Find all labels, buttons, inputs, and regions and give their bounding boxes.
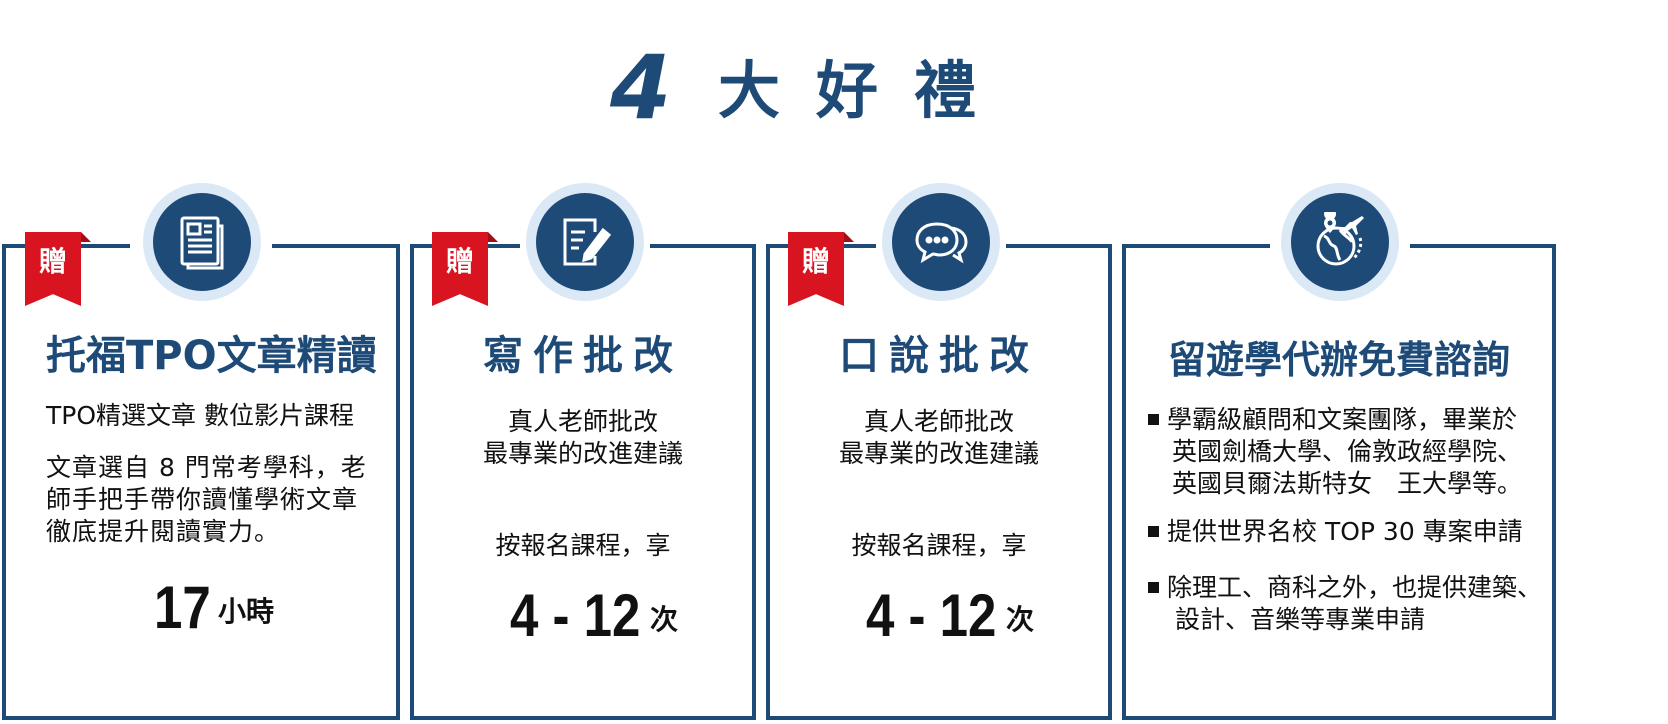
bullet-item: 提供世界名校 TOP 30 專案申請 [1148, 516, 1523, 548]
card-desc-line: 徹底提升閱讀實力。 [46, 517, 281, 546]
gift-ribbon: 贈 [788, 232, 854, 306]
card-unit: 次 [650, 603, 679, 636]
icon-halo [1281, 183, 1399, 301]
card-amount: 4 - 12 [510, 582, 641, 649]
document-icon [180, 216, 224, 270]
edit-document-icon [563, 218, 612, 266]
bullet-line: 英國劍橋大學、倫敦政經學院、 [1172, 437, 1523, 466]
chat-bubbles-icon [915, 222, 968, 264]
bullet-line: 英國貝爾法斯特女 王大學等。 [1172, 469, 1523, 498]
bullet-square-icon [1148, 413, 1159, 425]
globe-plane-icon [1316, 212, 1364, 266]
gift-ribbon: 贈 [25, 232, 91, 306]
card-desc-line: 文章選自 8 門常考學科，老 [46, 453, 367, 482]
card-unit: 小時 [218, 595, 275, 628]
card-desc-line: 真人老師批改 [863, 407, 1014, 436]
card-title: 留遊學代辦免費諮詢 [1167, 338, 1510, 382]
icon-halo [526, 183, 644, 301]
card-unit: 次 [1006, 603, 1035, 636]
card-top-border [1122, 244, 1270, 248]
gift-card-writing [410, 244, 756, 720]
ribbon-label: 贈 [38, 245, 67, 278]
icon-halo [143, 183, 261, 301]
card-title: 托福TPO文章精讀 [46, 333, 377, 379]
bullet-item: 除理工、商科之外，也提供建築、 [1148, 572, 1542, 604]
bullet-line: 提供世界名校 TOP 30 專案申請 [1167, 517, 1523, 546]
card-amount: 17 [154, 574, 211, 641]
bullet-line: 除理工、商科之外，也提供建築、 [1167, 573, 1543, 602]
icon-halo [882, 183, 1000, 301]
card-subtitle: TPO精選文章 數位影片課程 [46, 401, 354, 430]
bullet-item: 學霸級顧問和文案團隊，畢業於 [1148, 404, 1517, 436]
card-note: 按報名課程，享 [495, 531, 671, 560]
page-title: 4 大好禮 [0, 38, 1668, 138]
card-desc-line: 最專業的改進建議 [838, 439, 1039, 468]
bullet-line: 設計、音樂等專業申請 [1175, 605, 1426, 634]
card-desc-line: 最專業的改進建議 [482, 439, 683, 468]
card-top-border [650, 244, 756, 248]
card-title: 寫作批改 [483, 333, 683, 379]
gift-card-tpo [2, 244, 400, 720]
card-title: 口說批改 [839, 333, 1039, 379]
card-amount: 4 - 12 [866, 582, 997, 649]
gift-card-consult [1122, 244, 1556, 720]
card-top-border [272, 244, 400, 248]
ribbon-label: 贈 [801, 245, 830, 278]
bullet-square-icon [1148, 525, 1159, 537]
title-text: 大好禮 [718, 54, 1013, 127]
gift-ribbon: 贈 [432, 232, 498, 306]
card-note: 按報名課程，享 [851, 531, 1027, 560]
title-number: 4 [610, 36, 672, 139]
card-desc-line: 真人老師批改 [507, 407, 658, 436]
card-desc-line: 師手把手帶你讀懂學術文章 [46, 485, 359, 514]
ribbon-label: 贈 [445, 245, 474, 278]
card-top-border [1006, 244, 1112, 248]
gift-card-speaking [766, 244, 1112, 720]
bullet-line: 學霸級顧問和文案團隊，畢業於 [1167, 405, 1518, 434]
bullet-square-icon [1148, 581, 1159, 593]
card-top-border [1410, 244, 1556, 248]
